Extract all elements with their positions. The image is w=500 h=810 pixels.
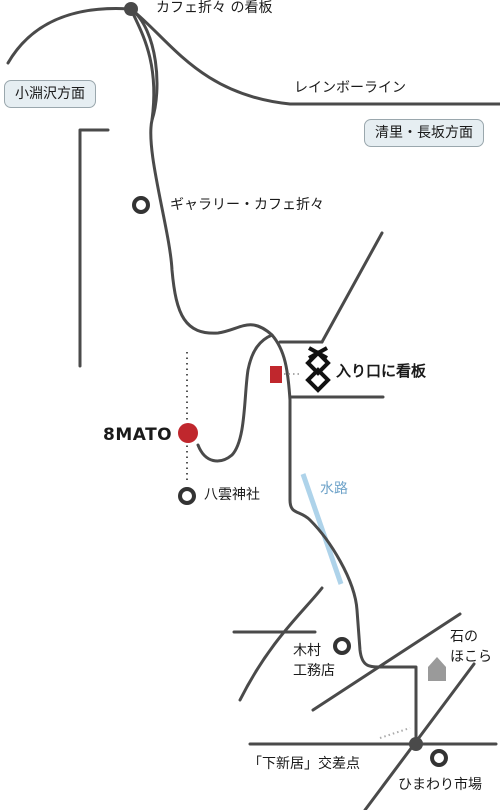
yakumo-shrine-marker: [178, 487, 196, 505]
label-yakumo-shrine: 八雲神社: [204, 487, 260, 503]
road-right-diagonal: [311, 612, 462, 712]
entrance-sign-icon: [305, 346, 331, 393]
road-lower-left-diagonal: [238, 586, 324, 702]
road-left-upper: [6, 7, 133, 65]
road-branch-top: [129, 7, 156, 122]
label-stone-2: ほこら: [450, 649, 492, 665]
crossing-marker: [409, 737, 423, 751]
kimura-marker: [333, 637, 351, 655]
dotted-line-crossing: [379, 727, 411, 739]
gallery-cafe-marker: [132, 196, 150, 214]
road-left-vertical: [78, 128, 110, 368]
label-kimura-1: 木村: [293, 643, 321, 659]
label-mato: 8MATO: [103, 425, 173, 445]
himawari-marker: [430, 749, 448, 767]
label-gallery-cafe: ギャラリー・カフェ折々: [170, 197, 324, 213]
label-cafe-junction: カフェ折々 の看板: [156, 0, 273, 16]
label-himawari: ひまわり市場: [398, 777, 482, 793]
road-shimoarai-diagonal: [363, 662, 476, 810]
label-rainbow-line: レインボーライン: [294, 80, 406, 96]
label-koburasawa: 小淵沢方面: [4, 80, 96, 108]
road-rainbow-line: [129, 7, 500, 106]
road-main: [129, 7, 418, 746]
road-diagonal-upper: [320, 231, 384, 344]
sign-marker: [270, 366, 282, 383]
waterway-line: [300, 473, 344, 585]
junction-top-marker: [124, 2, 138, 16]
road-mato-loop: [196, 333, 274, 463]
stone-shrine-icon: [428, 657, 446, 681]
label-entrance-sign: 入り口に看板: [336, 362, 427, 380]
mato-marker: [178, 423, 198, 443]
label-kimura-2: 工務店: [293, 663, 335, 679]
label-stone-1: 石の: [450, 629, 478, 645]
label-kiyosato: 清里・長坂方面: [364, 119, 484, 147]
label-waterway: 水路: [320, 481, 348, 497]
label-shimoarai: 「下新居」交差点: [248, 756, 360, 772]
